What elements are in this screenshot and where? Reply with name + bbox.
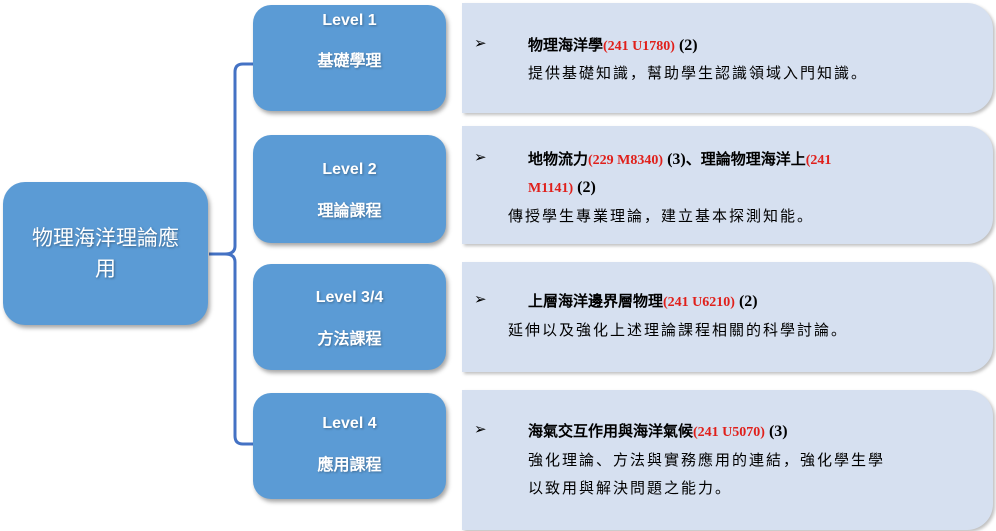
level-2-sub: 理論課程 [317,201,382,220]
course-credit: (2) [674,37,698,54]
level-1-name: Level 1 [322,12,377,29]
level-2-desc: 傳授學生專業理論，建立基本探測知能。 [508,207,815,225]
course-code: (241 U6210) [663,295,735,310]
course-title: 物理海洋學 [528,36,604,54]
level-2-box: Level 2 理論課程 [253,135,446,243]
level-3-name: Level 3/4 [315,289,384,306]
course-code: (241 U1780) [603,39,675,54]
level-3-box: Level 3/4 方法課程 [253,264,446,370]
level-4-desc-line-2: 以致用與解決問題之能力。 [528,479,733,497]
course-code: (241 [805,153,832,168]
level-1-course: 物理海洋學(241 U1780) (2) [528,31,698,61]
level-1-panel: ➢ 物理海洋學(241 U1780) (2) 提供基礎知識，幫助學生認識領域入門… [462,3,993,113]
level-4-box: Level 4 應用課程 [253,393,446,499]
bullet-icon: ➢ [474,34,487,52]
level-3-course: 上層海洋邊界層物理(241 U6210) (2) [528,287,758,317]
level-3-sub: 方法課程 [317,329,382,348]
level-2-name: Level 2 [322,161,377,178]
level-2-course-line-1: 地物流力(229 M8340) (3)、理論物理海洋上(241 [528,145,831,175]
course-code: (229 M8340) [588,153,664,168]
course-title: 地物流力 [528,150,589,168]
course-title: 上層海洋邊界層物理 [528,292,664,310]
level-4-panel: ➢ 海氣交互作用與海洋氣候(241 U5070) (3) 強化理論、方法與實務應… [462,390,993,530]
level-2-panel: ➢ 地物流力(229 M8340) (3)、理論物理海洋上(241 M1141)… [462,126,993,244]
course-separator: 、 [685,150,701,168]
level-1-box: Level 1 基礎學理 [253,5,446,111]
level-4-name: Level 4 [322,415,377,432]
course-title: 理論物理海洋上 [700,150,806,168]
level-4-course: 海氣交互作用與海洋氣候(241 U5070) (3) [528,417,788,447]
level-3-desc: 延伸以及強化上述理論課程相關的科學討論。 [508,321,849,339]
course-credit: (3) [663,151,686,168]
bullet-icon: ➢ [474,148,487,166]
root-label: 物理海洋理論應用 [32,225,179,281]
course-title: 海氣交互作用與海洋氣候 [528,422,694,440]
course-code: (241 U5070) [693,425,765,440]
bullet-icon: ➢ [474,290,487,308]
course-credit: (2) [734,293,758,310]
level-3-panel: ➢ 上層海洋邊界層物理(241 U6210) (2) 延伸以及強化上述理論課程相… [462,262,993,372]
course-code: M1141) [528,181,574,196]
bullet-icon: ➢ [474,420,487,438]
course-credit: (3) [764,423,788,440]
course-credit: (2) [573,179,596,196]
level-4-desc-line-1: 強化理論、方法與實務應用的連結，強化學生學 [528,451,886,469]
root-node: 物理海洋理論應用 [3,182,208,325]
level-4-sub: 應用課程 [317,455,382,474]
level-2-course-line-2: M1141) (2) [528,173,596,203]
level-1-sub: 基礎學理 [317,51,382,70]
level-1-desc: 提供基礎知識，幫助學生認識領域入門知識。 [528,64,869,82]
